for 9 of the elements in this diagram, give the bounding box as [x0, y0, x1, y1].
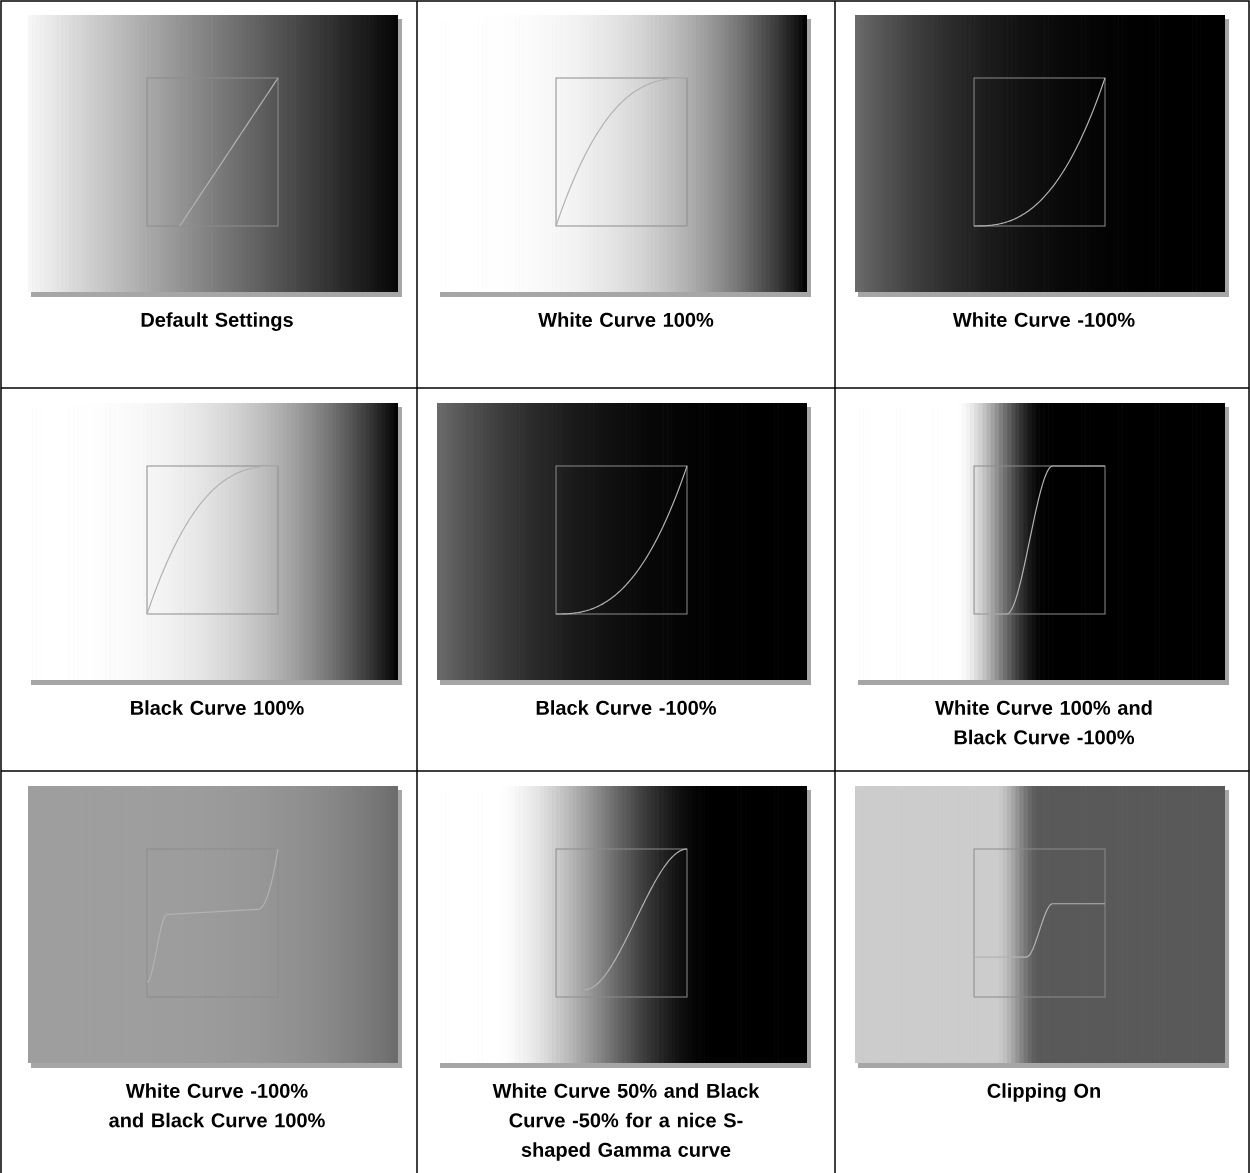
caption: Black Curve -100% — [536, 700, 717, 715]
caption: White Curve 100% and Black Curve -100% — [935, 700, 1152, 745]
caption: Default Settings — [141, 312, 293, 331]
caption: White Curve -100% — [952, 312, 1135, 327]
caption: Black Curve 100% — [131, 700, 304, 715]
caption: White Curve -100% and Black Curve 100% — [109, 1083, 325, 1128]
caption: Clipping On — [987, 1083, 1100, 1102]
caption: White Curve 50% and Black Curve -50% for a nice S-shaped Gamma curve — [492, 1083, 760, 1161]
caption: White Curve 100% — [538, 312, 714, 327]
